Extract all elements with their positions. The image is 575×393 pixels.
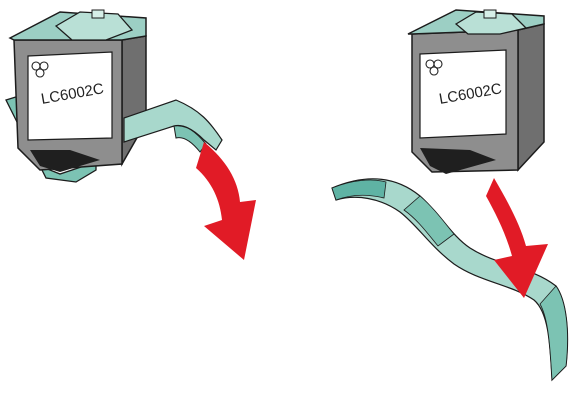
cartridge-left-notch [92, 10, 104, 18]
arrow-left [196, 142, 256, 260]
cartridge-right-side [518, 24, 544, 170]
cartridge-right: LC6002C [408, 10, 544, 174]
cartridge-right-notch [484, 10, 496, 18]
tape-strip-right-shade-3 [540, 286, 568, 380]
cartridge-left: LC6002C [6, 10, 222, 182]
cartridge-left-side [122, 36, 146, 164]
